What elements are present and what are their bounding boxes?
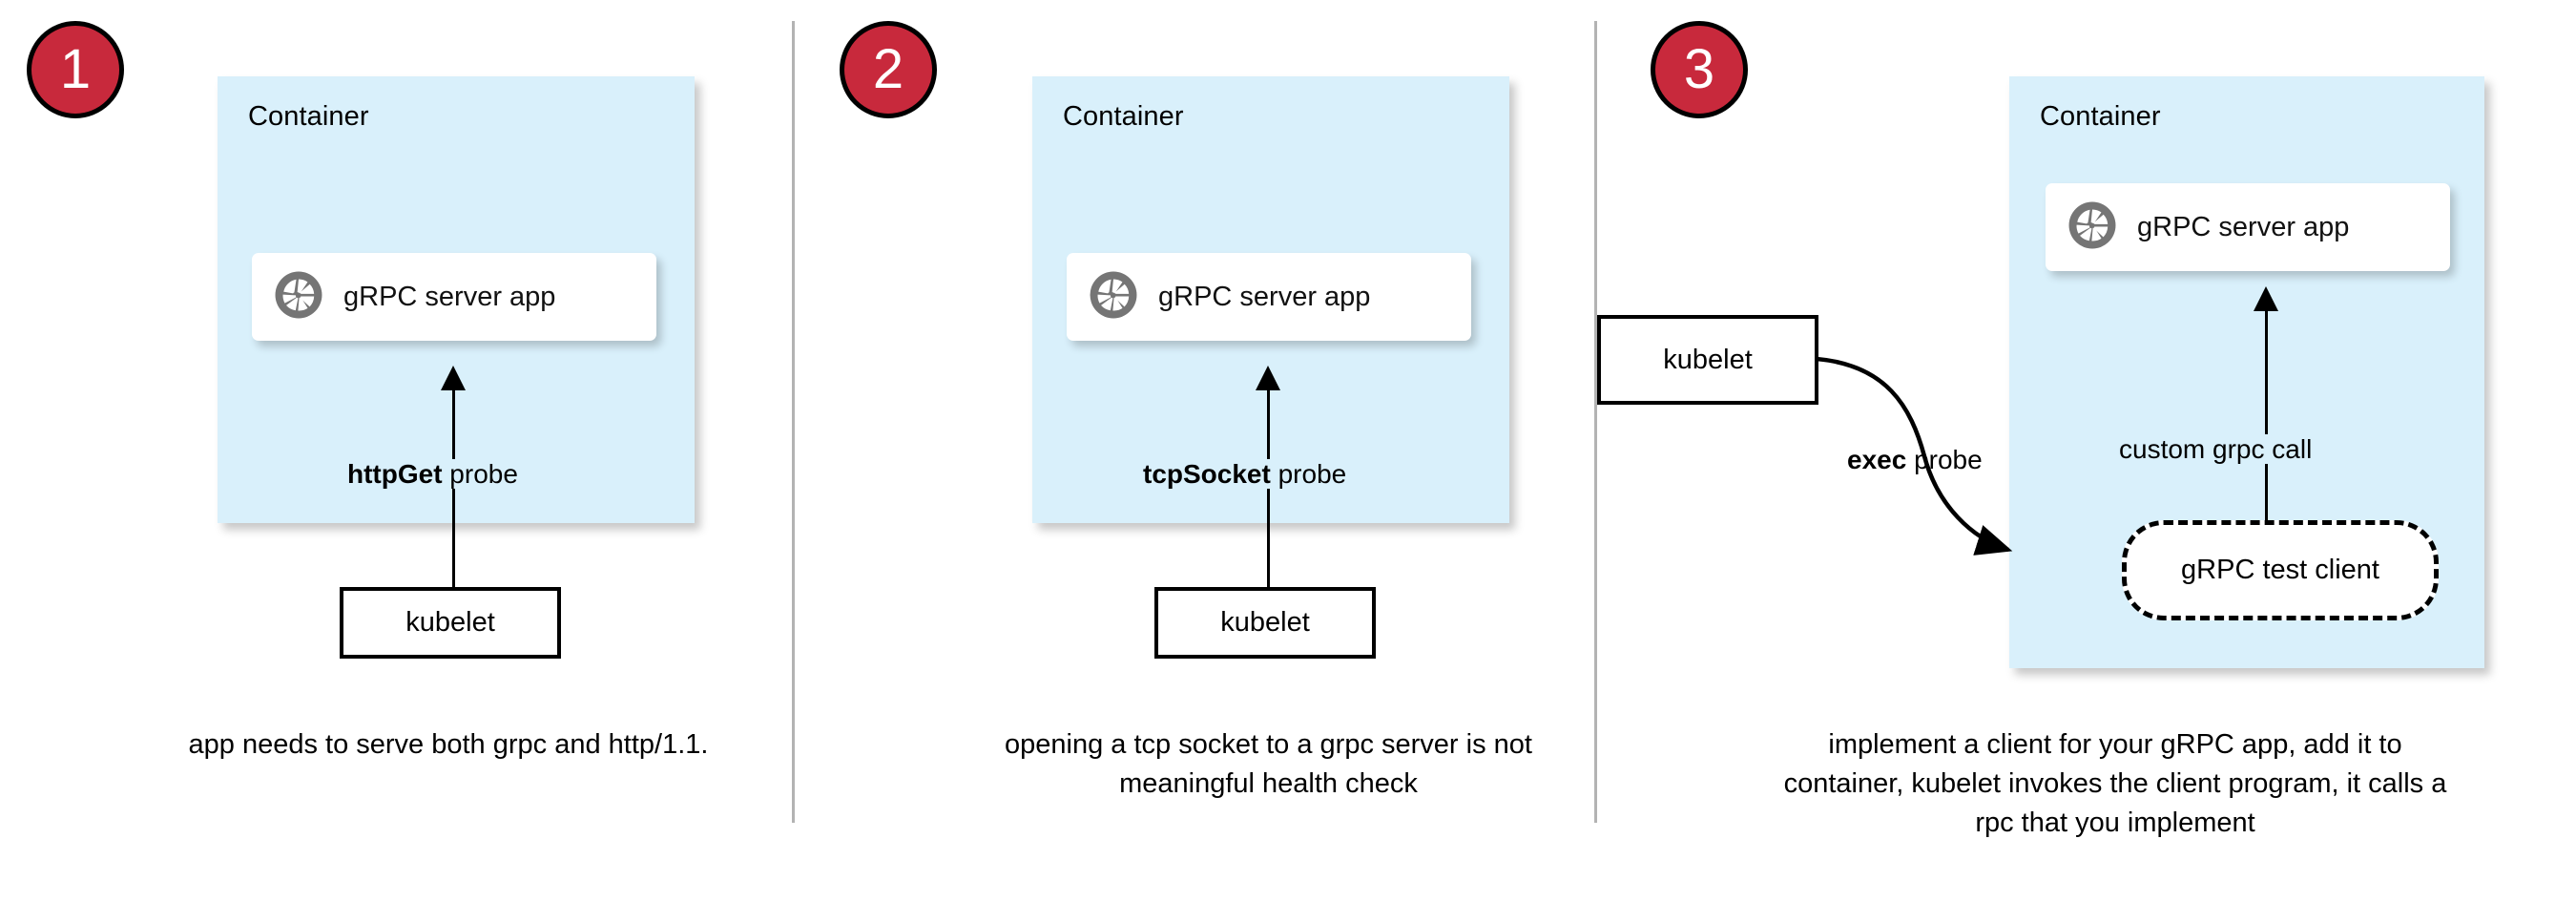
custom-call-label: custom grpc call [2115, 434, 2316, 465]
probe-label-2: tcpSocket probe [1139, 459, 1351, 490]
grpc-server-app-label-3: gRPC server app [2137, 211, 2350, 242]
grpc-server-app-label-2: gRPC server app [1158, 281, 1371, 312]
panel-caption-2: opening a tcp socket to a grpc server is… [1005, 729, 1532, 800]
panel-step-2: 2 Container [794, 0, 1595, 923]
panel-caption-1: app needs to serve both grpc and http/1.… [188, 729, 709, 760]
step-badge-1: 1 [27, 21, 124, 118]
probe-arrow-line-1 [452, 387, 455, 592]
panel-divider-1 [792, 21, 795, 823]
kubelet-box-3: kubelet [1597, 315, 1818, 405]
kubelet-label-1: kubelet [405, 607, 495, 638]
panel-step-3: 3 Container [1597, 0, 2576, 923]
step-badge-3: 3 [1651, 21, 1748, 118]
custom-call-arrow-line [2265, 307, 2268, 546]
grpc-server-app-card-2: gRPC server app [1067, 253, 1471, 341]
custom-call-arrow-head [2254, 286, 2278, 311]
exec-probe-label-rest: probe [1906, 445, 1983, 474]
kubelet-box-2: kubelet [1154, 587, 1376, 659]
grpc-logo-icon [273, 269, 324, 325]
exec-probe-curve [1815, 356, 2013, 556]
probe-label-bold-2: tcpSocket [1143, 459, 1271, 489]
panel-step-1: 1 Container [0, 0, 792, 923]
grpc-test-client-label: gRPC test client [2181, 555, 2379, 585]
probe-label-rest-1: probe [442, 459, 518, 489]
probe-arrow-head-1 [441, 366, 466, 390]
step-badge-number: 3 [1683, 38, 1715, 100]
probe-label-bold-1: httpGet [347, 459, 443, 489]
step-badge-2: 2 [840, 21, 937, 118]
kubelet-box-1: kubelet [340, 587, 561, 659]
step-badge-number: 2 [872, 38, 904, 100]
container-label-1: Container [248, 101, 369, 132]
grpc-server-app-card-3: gRPC server app [2046, 183, 2450, 271]
probe-label-1: httpGet probe [343, 459, 522, 490]
kubelet-label-2: kubelet [1220, 607, 1310, 638]
grpc-test-client-box: gRPC test client [2122, 520, 2439, 620]
container-label-3: Container [2040, 101, 2161, 132]
grpc-server-app-label-1: gRPC server app [343, 281, 556, 312]
panel-caption-3: implement a client for your gRPC app, ad… [1783, 729, 2447, 839]
grpc-logo-icon [1088, 269, 1139, 325]
step-badge-number: 1 [59, 38, 92, 100]
custom-call-label-text: custom grpc call [2115, 434, 2316, 464]
probe-arrow-head-2 [1256, 366, 1280, 390]
exec-probe-label-bold: exec [1847, 445, 1907, 474]
container-label-2: Container [1063, 101, 1184, 132]
panel-divider-2 [1594, 21, 1597, 823]
probe-label-rest-2: probe [1270, 459, 1347, 489]
probe-arrow-line-2 [1267, 387, 1270, 592]
exec-probe-label: exec probe [1847, 445, 1983, 475]
kubelet-label-3: kubelet [1663, 344, 1753, 375]
grpc-logo-icon [2067, 199, 2118, 256]
grpc-server-app-card-1: gRPC server app [252, 253, 656, 341]
